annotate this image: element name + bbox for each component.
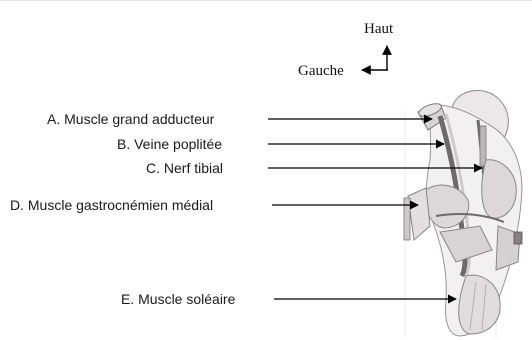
label-d-muscle-gastrocnemien-medial: D. Muscle gastrocnémien médial [10, 197, 213, 213]
orientation-up-label: Haut [364, 21, 393, 37]
label-a-muscle-grand-adducteur: A. Muscle grand adducteur [47, 111, 214, 127]
label-b-veine-poplitee: B. Veine poplitée [117, 136, 222, 152]
orientation-left-label: Gauche [298, 63, 344, 79]
label-c-nerf-tibial: C. Nerf tibial [146, 160, 223, 176]
label-e-muscle-soleaire: E. Muscle soléaire [121, 291, 235, 307]
